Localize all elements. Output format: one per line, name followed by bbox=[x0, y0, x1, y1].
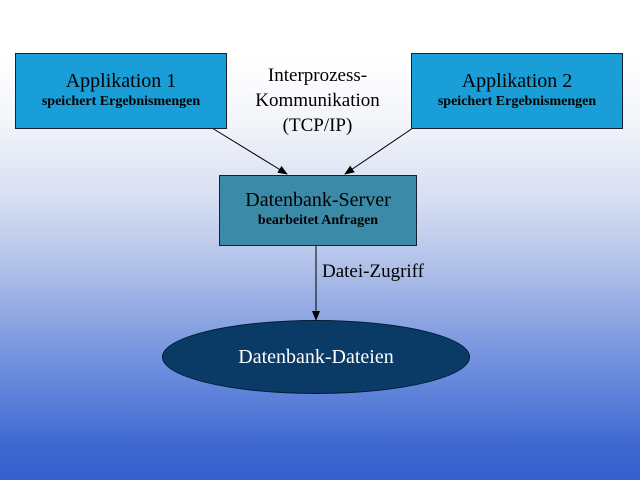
application-1-subtitle: speichert Ergebnismengen bbox=[41, 94, 201, 109]
database-server-box: Datenbank-Server bearbeitet Anfragen bbox=[219, 175, 417, 246]
ipc-label-line-3: (TCP/IP) bbox=[282, 115, 353, 136]
ipc-label: Interprozess- Kommunikation (TCP/IP) bbox=[225, 63, 410, 138]
database-server-title: Datenbank-Server bbox=[245, 189, 391, 211]
application-1-box: Applikation 1 speichert Ergebnismengen bbox=[15, 53, 227, 129]
ipc-label-line-2: Kommunikation bbox=[255, 90, 380, 111]
application-2-title: Applikation 2 bbox=[461, 70, 573, 92]
ipc-label-line-1: Interprozess- bbox=[267, 65, 368, 86]
database-server-subtitle: bearbeitet Anfragen bbox=[257, 213, 379, 228]
application-2-subtitle: speichert Ergebnismengen bbox=[437, 94, 597, 109]
application-2-box: Applikation 2 speichert Ergebnismengen bbox=[411, 53, 623, 129]
file-access-label: Datei-Zugriff bbox=[322, 261, 424, 282]
database-files-ellipse: Datenbank-Dateien bbox=[162, 320, 470, 394]
application-1-title: Applikation 1 bbox=[65, 70, 177, 92]
